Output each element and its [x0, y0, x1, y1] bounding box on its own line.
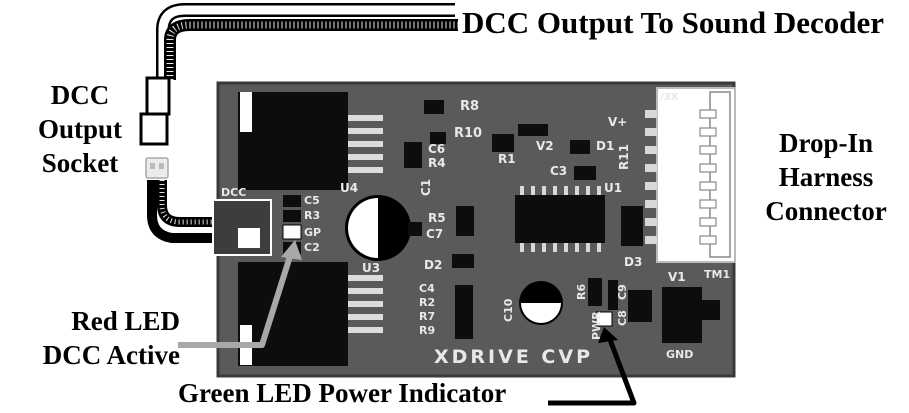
r6-silk: R6 — [575, 284, 588, 300]
r7-silk: R7 — [419, 310, 435, 323]
silkscreen-labels: DCC R8 R10 C6 R4 R1 V2 D1 V+ /3X R11 C3 … — [221, 92, 730, 368]
callout-harness-line-3: Connector — [765, 196, 887, 226]
callout-green-led: Green LED Power Indicator — [178, 378, 507, 408]
socket-silk: DCC — [221, 186, 246, 199]
pwr-silk: PWR — [590, 311, 603, 340]
r4-silk: R4 — [428, 156, 446, 170]
u4-silk: U4 — [340, 181, 358, 195]
corner-silk: /3X — [660, 92, 679, 103]
board-socket — [212, 199, 272, 256]
r8-silk: R8 — [460, 99, 479, 114]
motor-pads — [238, 92, 383, 366]
pin-6-label: 6 — [668, 131, 676, 144]
c10-capacitor — [519, 281, 563, 325]
callout-drop-in-harness: Drop-In Harness Connector — [746, 126, 906, 228]
c4-silk: C4 — [419, 282, 435, 295]
tm1-silk: TM1 — [704, 268, 730, 281]
socket-plug — [139, 76, 171, 179]
callout-red-led: Red LED DCC Active — [0, 304, 180, 372]
smd-parts — [283, 100, 720, 343]
c8-silk: C8 — [616, 310, 629, 326]
board-name: XDRIVE CVP — [434, 346, 593, 368]
red-led — [282, 224, 302, 240]
d1-silk: D1 — [596, 139, 614, 153]
v2-silk: V2 — [536, 139, 554, 153]
u1-chip — [515, 186, 605, 252]
gnd-silk: GND — [666, 348, 693, 361]
callout-red-led-line-2: DCC Active — [42, 340, 180, 370]
u3-silk: U3 — [362, 261, 380, 275]
callout-dcc-output-to-decoder: DCC Output To Sound Decoder — [462, 5, 885, 40]
r10-silk: R10 — [454, 126, 482, 141]
c7-silk: C7 — [426, 227, 443, 241]
green-led-arrow — [548, 327, 637, 406]
r1-silk: R1 — [498, 152, 516, 166]
red-led-arrow — [178, 240, 302, 348]
c9-silk: C9 — [616, 284, 629, 300]
d3-silk: D3 — [624, 255, 642, 269]
socket-wires — [147, 180, 250, 243]
harness-connector — [645, 87, 736, 263]
c2-silk: C2 — [304, 241, 320, 254]
r9-silk: R9 — [419, 324, 435, 337]
decoder-cable — [156, 2, 458, 95]
callout-dcc-output-socket: DCC Output Socket — [20, 78, 140, 180]
r3-silk: R3 — [304, 209, 320, 222]
gp-silk: GP — [304, 226, 321, 239]
v1-silk: V1 — [668, 270, 686, 284]
c6-silk: C6 — [428, 142, 445, 156]
u4-capacitor — [345, 195, 422, 261]
d2-silk: D2 — [424, 258, 442, 272]
c10-silk: C10 — [502, 298, 515, 322]
callout-red-led-line-1: Red LED — [71, 306, 180, 336]
callout-harness-line-1: Drop-In — [778, 128, 874, 158]
vplus-silk: V+ — [608, 115, 627, 129]
callout-socket-line-3: Socket — [41, 148, 119, 178]
c3-silk: C3 — [550, 164, 567, 178]
pin-2-label: 2 — [668, 207, 676, 220]
green-led — [595, 311, 613, 327]
r5-silk: R5 — [428, 211, 446, 225]
r11-silk: R11 — [617, 144, 631, 170]
r2-silk: R2 — [419, 296, 435, 309]
c1-silk: C1 — [419, 179, 433, 196]
callout-socket-line-2: Output — [37, 114, 123, 144]
callout-socket-line-1: DCC — [50, 80, 110, 110]
callout-harness-line-2: Harness — [778, 162, 874, 192]
c5-silk: C5 — [304, 194, 320, 207]
u1-silk: U1 — [604, 181, 622, 195]
pin-7-label: 7 — [668, 114, 676, 127]
